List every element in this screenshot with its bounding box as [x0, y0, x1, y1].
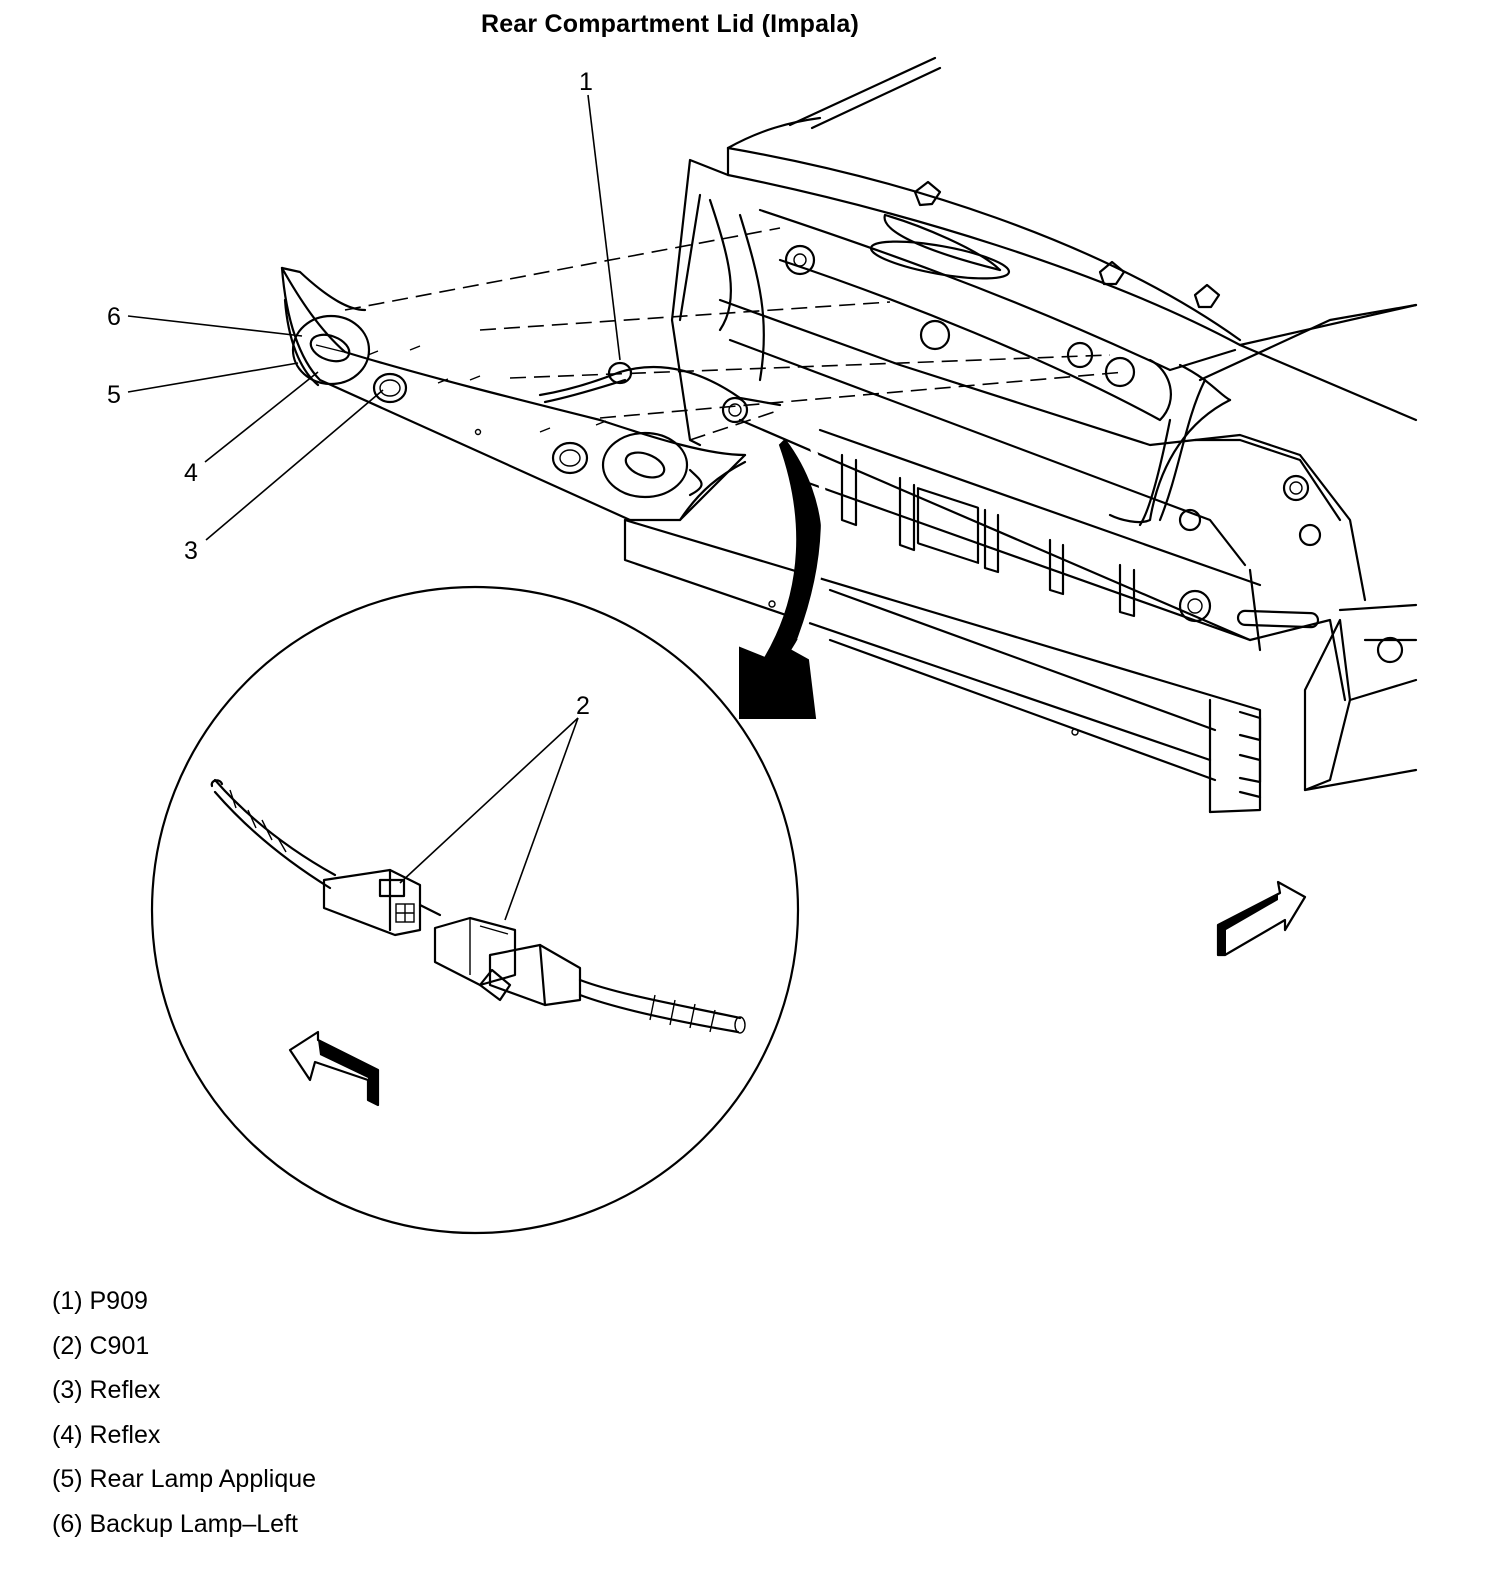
component-legend: (1) P909 (2) C901 (3) Reflex (4) Reflex … — [52, 1286, 316, 1553]
legend-item-backup-lamp-left: (6) Backup Lamp–Left — [52, 1509, 298, 1538]
assembly-guide-lines — [344, 227, 1126, 441]
rear-body-structure — [623, 56, 1418, 814]
detail-pointer-arrow — [739, 438, 827, 719]
callout-2: 2 — [576, 692, 590, 720]
orientation-arrow — [1216, 880, 1307, 957]
legend-item-reflex-4: (4) Reflex — [52, 1420, 161, 1449]
callout-5: 5 — [107, 381, 121, 409]
callout-leaders — [127, 94, 621, 921]
legend-item-rear-lamp-applique: (5) Rear Lamp Applique — [52, 1465, 317, 1493]
diagram-title: Rear Compartment Lid (Impala) — [480, 10, 860, 38]
callout-3: 3 — [184, 537, 198, 565]
rear-lamp-applique — [280, 266, 782, 522]
callout-6: 6 — [107, 303, 121, 331]
connector-detail-view — [150, 585, 800, 1235]
legend-item-reflex-3: (3) Reflex — [52, 1376, 161, 1404]
callout-1: 1 — [579, 68, 593, 96]
callout-4: 4 — [184, 459, 198, 487]
legend-item-p909: (1) P909 — [52, 1287, 148, 1315]
legend-item-c901: (2) C901 — [52, 1331, 150, 1360]
